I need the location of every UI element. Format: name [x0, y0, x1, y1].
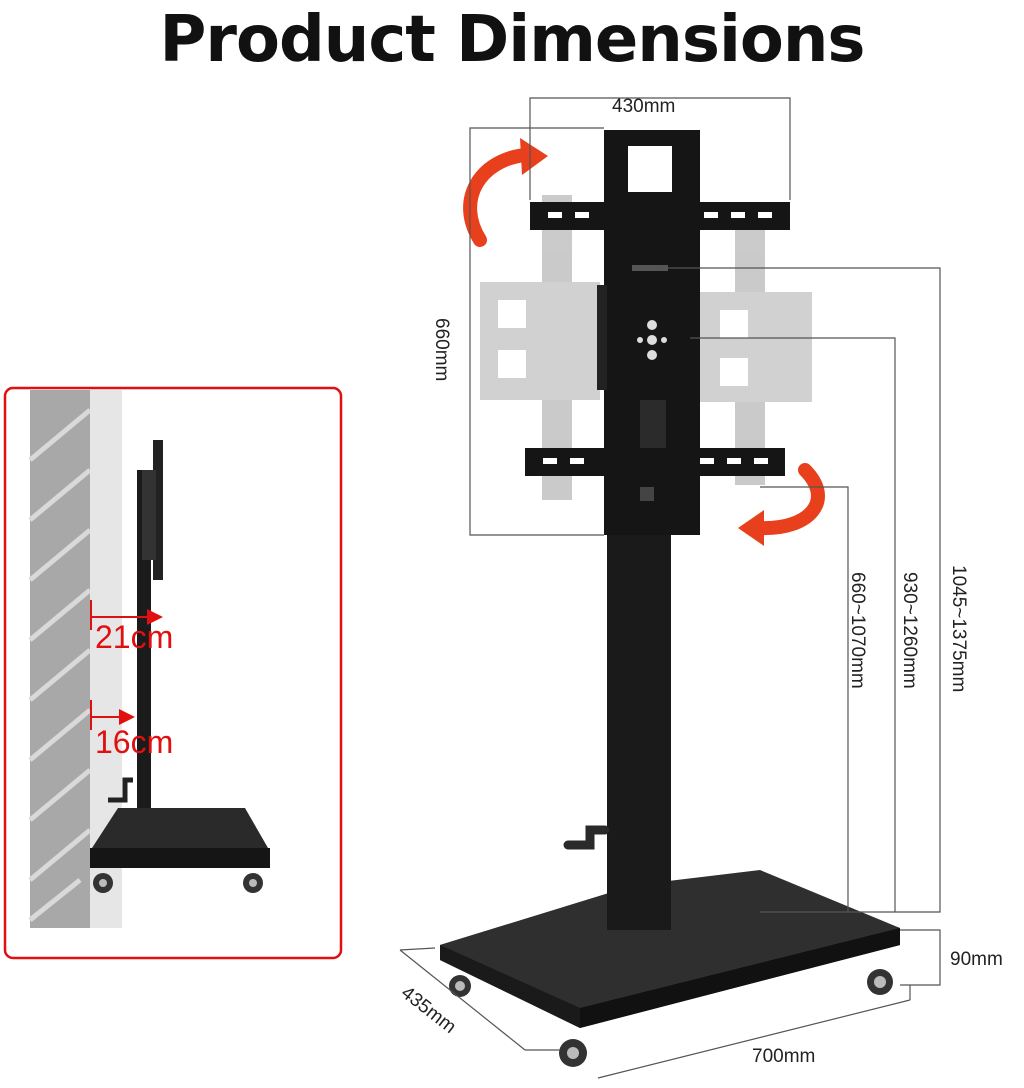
rotate-arrow-icon	[753, 463, 825, 536]
inset-base-top	[92, 808, 268, 848]
ghost-brackets	[480, 195, 812, 500]
inset-column	[137, 470, 151, 835]
plate-window	[628, 146, 672, 192]
rotate-arrow-icon	[463, 148, 532, 247]
inset-tv-panel	[153, 440, 163, 580]
stand-main	[440, 130, 900, 1067]
bottom-bracket-arm	[525, 448, 785, 476]
inset-bracket	[142, 470, 156, 560]
dim-base-width: 700mm	[752, 1046, 815, 1067]
gap-top-label: 21cm	[95, 619, 173, 655]
dim-total-height: 1045~1375mm	[948, 565, 969, 692]
dim-mid-height: 930~1260mm	[899, 572, 920, 689]
inset-base-side	[90, 848, 270, 868]
inset-crank	[108, 777, 133, 803]
gap-bottom-label: 16cm	[95, 724, 173, 760]
base-top	[440, 870, 900, 1008]
dimension-lines	[399, 97, 941, 1079]
rotate-arrow-icon	[738, 510, 764, 546]
page-title: Product Dimensions	[159, 3, 866, 77]
dim-base-height: 90mm	[950, 949, 1003, 970]
side-view-inset: 21cm 16cm	[3, 386, 343, 960]
top-bracket-arm	[530, 202, 790, 230]
dim-low-height: 660~1070mm	[847, 572, 868, 689]
dim-plate-height: 660mm	[431, 318, 452, 381]
dim-width-top: 430mm	[612, 96, 675, 117]
caster-wheels	[449, 969, 893, 1067]
rotate-arrow-icon	[520, 138, 548, 175]
column	[607, 520, 671, 935]
wall-hatching	[28, 408, 92, 922]
height-crank	[563, 825, 610, 850]
